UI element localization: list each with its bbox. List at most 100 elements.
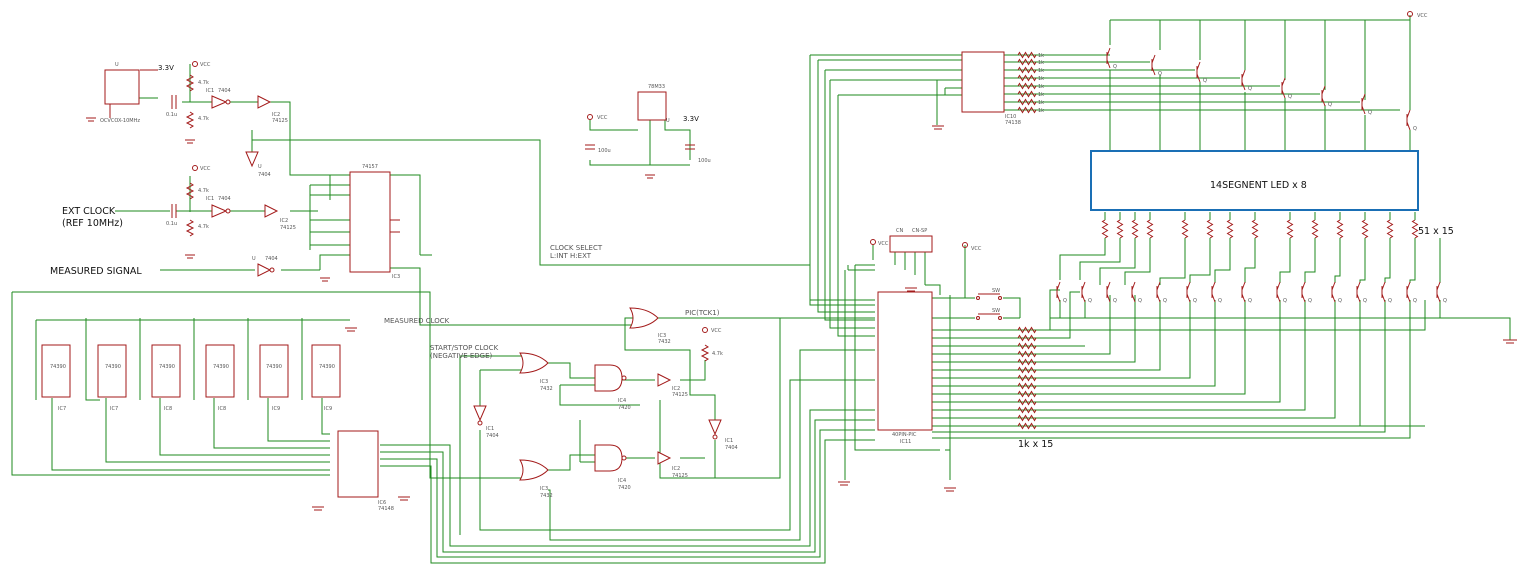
nand-ic4-top: [594, 364, 623, 392]
counter-part-3: 74390: [159, 364, 175, 370]
resistor-51: [1181, 219, 1189, 239]
counter-part-1: 74390: [50, 364, 66, 370]
counter-74390-2: 74390 IC7: [97, 344, 127, 412]
buffer-ic2: [257, 95, 272, 109]
resistor-label-4: 4.7k: [198, 224, 209, 230]
resistor-1k: [1017, 406, 1037, 414]
buffer-ic2-top: [657, 373, 672, 387]
resistor-1k: [1017, 366, 1037, 374]
decoder-ic-label: IC10: [1005, 114, 1016, 120]
resistor-51: [1286, 219, 1294, 239]
resistor-array-1k: [1017, 326, 1037, 430]
transistor-q-label: Q: [1443, 298, 1447, 304]
ref-10mhz-label: (REF 10MHz): [62, 218, 123, 229]
vcc-label-2: VCC: [200, 166, 211, 172]
counter-74390-1: 74390 IC7: [41, 344, 71, 412]
transistor: Q: [1361, 93, 1372, 116]
buffer-ic2-bot: [657, 451, 672, 465]
transistor-q-label: Q: [1338, 298, 1342, 304]
u-label-1: U: [258, 164, 262, 170]
ground-symbol: [86, 117, 96, 122]
resistor-1k: [1017, 422, 1037, 430]
resistor-1k-label: 1k: [1038, 108, 1044, 114]
resistor-1k-label: 1k: [1038, 84, 1044, 90]
cn-sp-label: CN-SP: [912, 228, 927, 234]
transistor: Q: [1056, 281, 1067, 304]
cap-label-2: 0.1u: [166, 221, 177, 227]
part-label-5: 74125: [280, 225, 296, 231]
inverter-ic1: [211, 95, 228, 109]
vcc-label-1: VCC: [200, 62, 211, 68]
nand-bot-ic: IC4: [618, 478, 626, 484]
mux-ic-label: IC3: [392, 274, 400, 280]
transistor-q-label: Q: [1413, 298, 1417, 304]
transistor: Q: [1156, 281, 1167, 304]
transistor-q-label: Q: [1288, 94, 1292, 100]
resistor-51: [1336, 219, 1344, 239]
regulator-78m33: 78M33 U 3.3V VCC 100u 100u: [585, 84, 711, 179]
measured-clock-label: MEASURED CLOCK: [384, 317, 450, 325]
ic2-label-1: IC2: [272, 112, 280, 118]
transistor-q-label: Q: [1113, 64, 1117, 70]
transistor: Q: [1106, 47, 1117, 70]
counter-part-2: 74390: [105, 364, 121, 370]
transistor: Q: [1196, 61, 1207, 84]
transistor-q-label: Q: [1328, 102, 1332, 108]
transistor-q-label: Q: [1088, 298, 1092, 304]
resistor-51-x15-label: 51 x 15: [1418, 226, 1454, 237]
part-label-3: 7404: [258, 172, 271, 178]
resistor-1k: [1017, 350, 1037, 358]
transistor: Q: [1186, 281, 1197, 304]
part-label-4: 7404: [218, 196, 231, 202]
part-label-1: 7404: [218, 88, 231, 94]
osc-3v3-label: 3.3V: [158, 64, 174, 72]
nand-ic4-bot: [594, 444, 623, 472]
inverter-ic1-right: [708, 419, 722, 436]
transistor: Q: [1331, 281, 1342, 304]
resistor-1k-label: 1k: [1038, 76, 1044, 82]
gate-vcc-label: VCC: [711, 328, 722, 334]
resistor-1k: [1017, 66, 1037, 74]
counter-74390-3: 74390 IC8: [151, 344, 181, 412]
wire-network: [11, 15, 1511, 564]
pic-tck-label: PIC(TCK1): [685, 309, 720, 317]
vcc-icon: [192, 61, 198, 67]
resistor-1k: [1017, 74, 1037, 82]
buf-bot-part: 74125: [672, 473, 688, 479]
transistor-q-label: Q: [1203, 78, 1207, 84]
decoder-74138: IC10 74138: [932, 51, 1021, 130]
transistor-q-label: Q: [1248, 86, 1252, 92]
gate-resistor-label: 4.7k: [712, 351, 723, 357]
resistor-1k: [1017, 358, 1037, 366]
part-label-2: 74125: [272, 118, 288, 124]
nand-bot-part: 7420: [618, 485, 631, 491]
inverter-u: [245, 151, 259, 168]
inverter-meas: [257, 263, 272, 277]
transistor: Q: [1241, 281, 1252, 304]
transistor: Q: [1321, 85, 1332, 108]
led-display-label: 14SEGNENT LED x 8: [1210, 180, 1307, 191]
resistor-1k-label: 1k: [1038, 100, 1044, 106]
resistor-1k: [1017, 390, 1037, 398]
buf-top-ic: IC2: [672, 386, 680, 392]
transistor: Q: [1406, 281, 1417, 304]
transistor-q-label: Q: [1363, 298, 1367, 304]
transistor: Q: [1436, 281, 1447, 304]
u-label-2: U: [252, 256, 256, 262]
resistor-1k: [1017, 382, 1037, 390]
transistor: Q: [1406, 109, 1417, 132]
pic-name-label: 40PIN-PIC: [892, 432, 917, 438]
clock-select-label: CLOCK SELECT: [550, 244, 603, 252]
transistor: Q: [1131, 281, 1142, 304]
top-vcc-label: VCC: [1417, 13, 1428, 19]
transistor-q-label: Q: [1113, 298, 1117, 304]
counter-part-4: 74390: [213, 364, 229, 370]
part-label-6: 7404: [265, 256, 278, 262]
resistor-1k: [1017, 334, 1037, 342]
nand-top-part: 7420: [618, 405, 631, 411]
osc-u-label: U: [115, 62, 119, 68]
resistor-1k-label: 1k: [1038, 53, 1044, 59]
cap-label-100u-1: 100u: [598, 148, 611, 154]
